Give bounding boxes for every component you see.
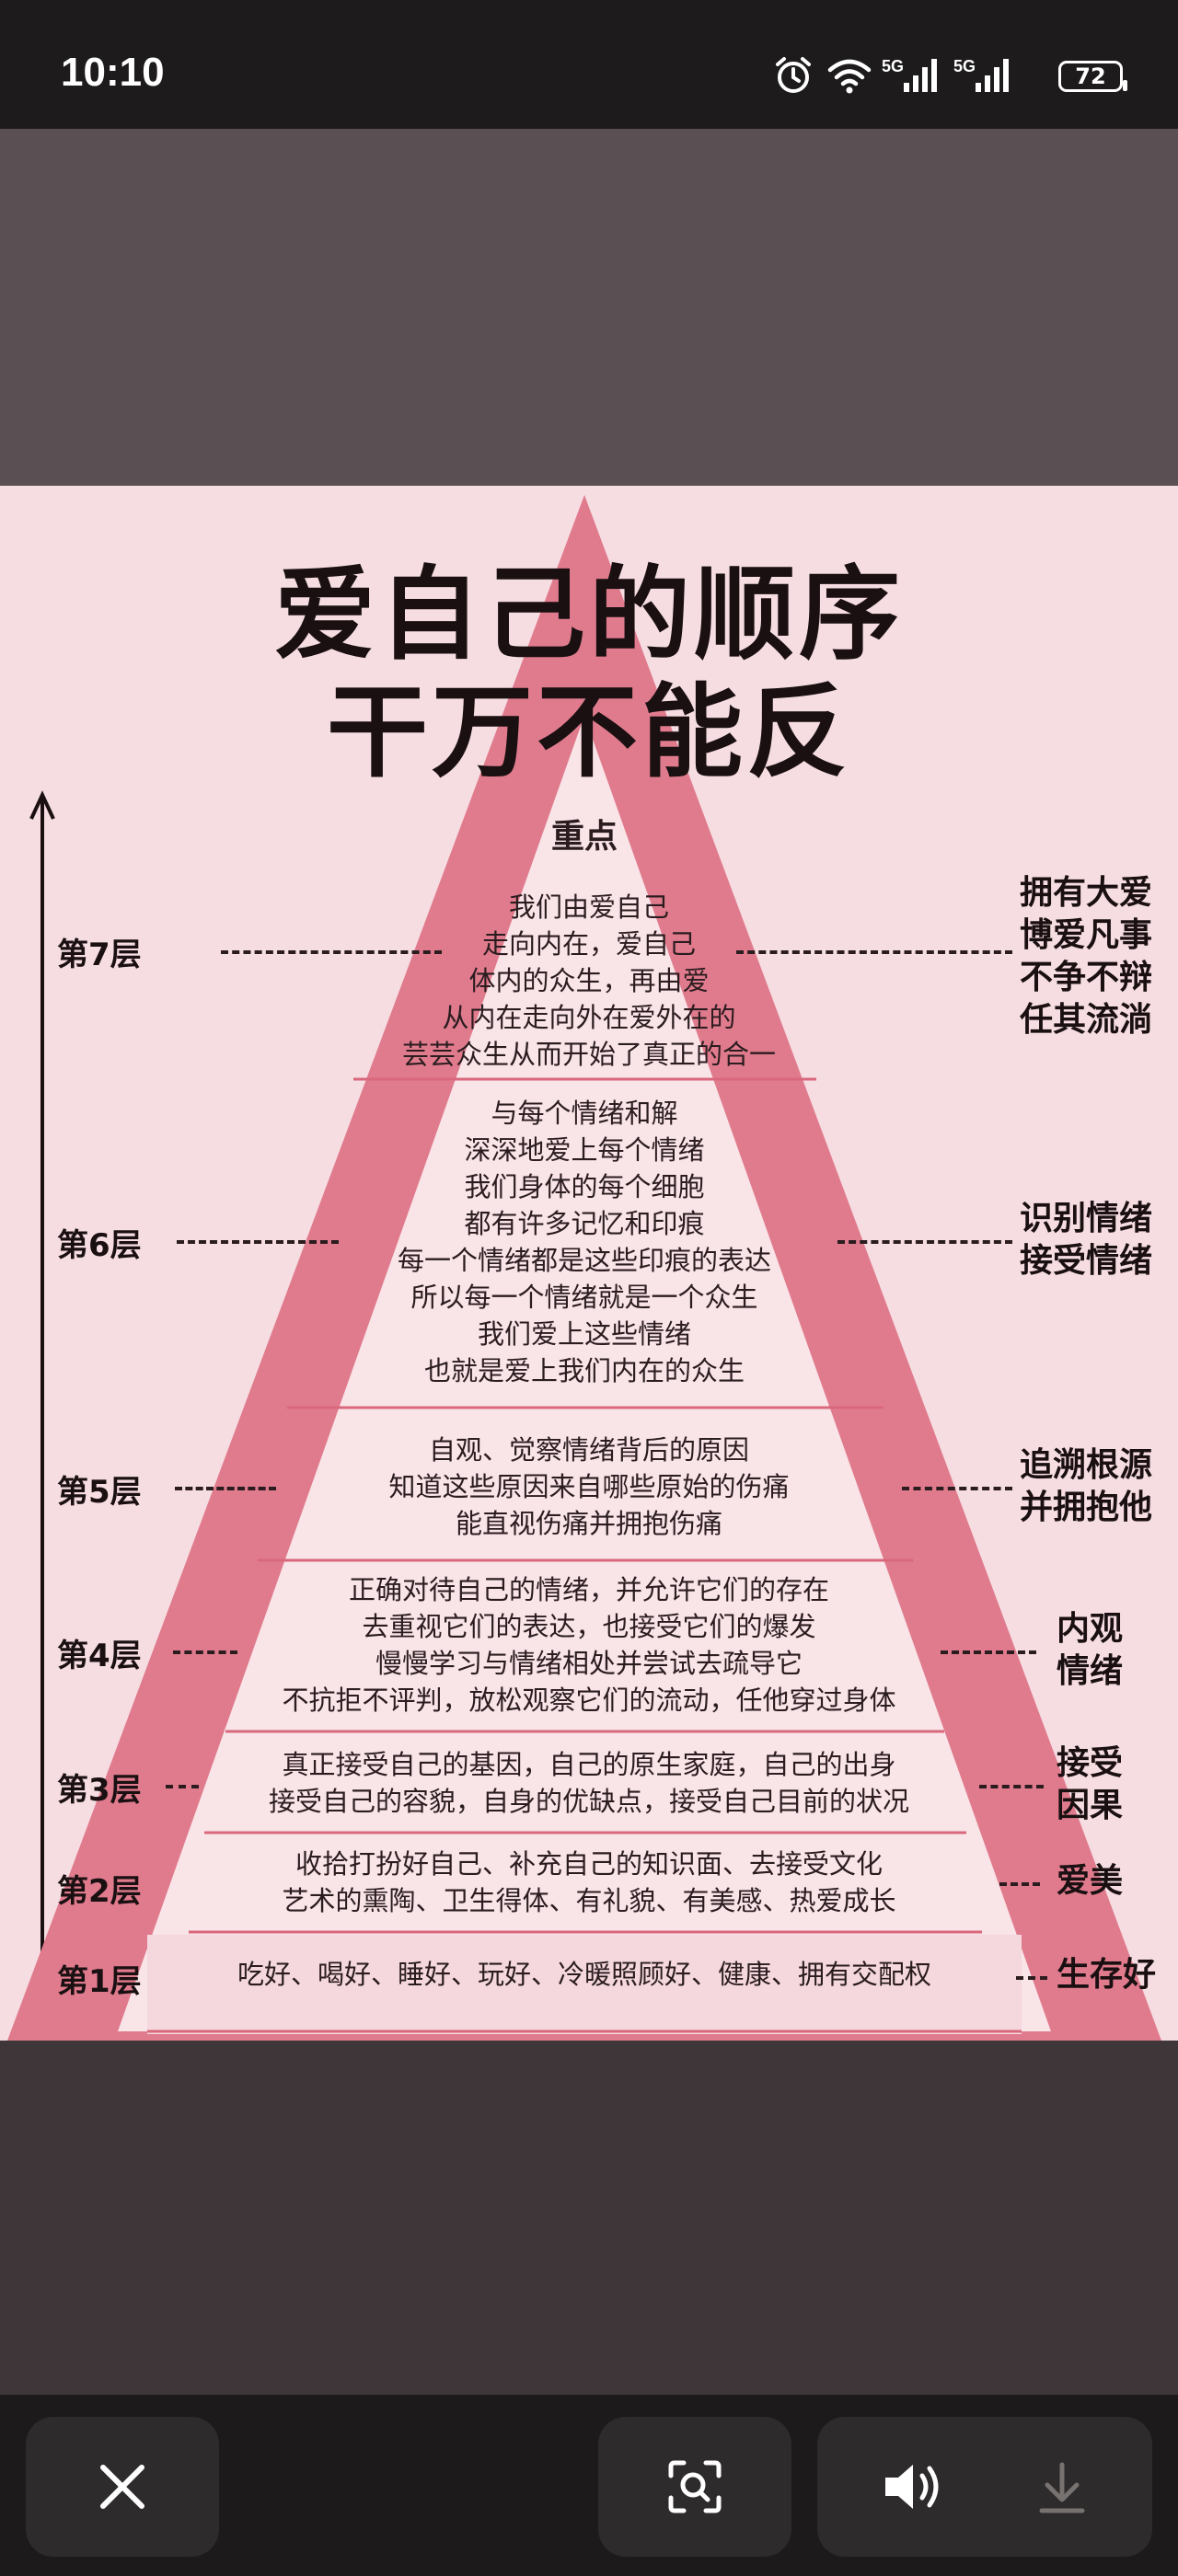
layer-label-5: 第5层 (57, 1474, 142, 1511)
dash-right-6 (837, 1240, 1012, 1244)
layer-3-text: 真正接受自己的基因，自己的原生家庭，自己的出身 接受自己的容貌，自身的优缺点，接… (268, 1749, 909, 1817)
dash-left-5 (175, 1487, 276, 1490)
battery-icon: 72 (1058, 61, 1127, 92)
layer-label-4: 第4层 (57, 1638, 142, 1674)
network-type-2: 5G (953, 57, 976, 75)
scan-button[interactable] (598, 2417, 791, 2557)
dash-right-7 (736, 950, 1012, 954)
dash-right-4 (941, 1650, 1036, 1654)
close-button[interactable] (26, 2417, 219, 2557)
layer-3-summary: 接受 因果 (1057, 1744, 1124, 1824)
layer-5-text: 自观、觉察情绪背后的原因 知道这些原因来自哪些原始的伤痛 能直视伤痛并拥抱伤痛 (388, 1434, 790, 1539)
layer-4-summary: 内观 情绪 (1057, 1610, 1124, 1690)
focus-label: 重点 (550, 818, 618, 856)
layer-1-text: 吃好、喝好、睡好、玩好、冷暖照顾好、健康、拥有交配权 (237, 1959, 931, 1990)
close-icon (100, 2465, 144, 2509)
dash-right-5 (902, 1487, 1012, 1490)
layer-4-text: 正确对待自己的情绪，并允许它们的存在 去重视它们的表达，也接受它们的爆发 慢慢学… (282, 1574, 896, 1716)
scan-icon (668, 2460, 722, 2513)
dash-left-7 (221, 950, 442, 954)
layer-label-6: 第6层 (57, 1227, 142, 1264)
layer-7-summary: 拥有大爱 博爱凡事 不争不辩 任其流淌 (1020, 874, 1153, 1039)
layer-1-summary: 生存好 (1057, 1956, 1157, 1994)
bottom-toolbar (0, 2395, 1178, 2576)
wifi-icon (827, 59, 872, 94)
status-bar: 10:10 5G 5G 72 (0, 0, 1178, 129)
infographic-image: 爱自己的顺序 干万不能反 重点 第7层 我们由爱自己 走向内在，爱自己 体内的众… (0, 486, 1178, 2041)
dash-left-3 (166, 1785, 199, 1788)
layer-7-text: 我们由爱自己 走向内在，爱自己 体内的众生，再由爱 从内在走向外在爱外在的 芸芸… (401, 891, 776, 1070)
dash-right-1 (1016, 1976, 1047, 1980)
layer-label-2: 第2层 (57, 1873, 142, 1910)
layer-5-summary: 追溯根源 并拥抱他 (1020, 1446, 1153, 1526)
status-icons: 5G 5G 72 (773, 55, 1127, 99)
media-controls (817, 2417, 1152, 2557)
image-viewer-bottom-background (0, 2041, 1178, 2395)
alarm-icon (776, 57, 811, 93)
signal-icon (976, 59, 1009, 92)
layer-6-summary: 识别情绪 接受情绪 (1020, 1200, 1153, 1280)
layer-label-3: 第3层 (57, 1772, 142, 1809)
image-viewer-top-background (0, 129, 1178, 486)
title-line-1: 爱自己的顺序 (274, 556, 904, 673)
battery-level: 72 (1075, 63, 1106, 89)
layer-6-text: 与每个情绪和解 深深地爱上每个情绪 我们身体的每个细胞 都有许多记忆和印痕 每一… (397, 1098, 771, 1386)
download-icon[interactable] (1036, 2461, 1088, 2514)
title-line-2: 干万不能反 (327, 673, 851, 791)
status-time: 10:10 (61, 50, 165, 95)
dash-left-6 (177, 1240, 339, 1244)
network-type-1: 5G (882, 57, 905, 75)
dash-right-3 (979, 1785, 1044, 1788)
layer-label-7: 第7层 (57, 937, 142, 973)
layer-2-text: 收拾打扮好自己、补充自己的知识面、去接受文化 艺术的熏陶、卫生得体、有礼貌、有美… (282, 1848, 896, 1916)
pyramid-graphic (0, 486, 1178, 2041)
layer-2-summary: 爱美 (1057, 1862, 1124, 1900)
signal-icon (904, 59, 937, 92)
volume-icon[interactable] (882, 2461, 946, 2513)
dash-left-4 (173, 1650, 237, 1654)
dash-right-2 (999, 1882, 1040, 1886)
layer-label-1: 第1层 (57, 1963, 142, 2000)
